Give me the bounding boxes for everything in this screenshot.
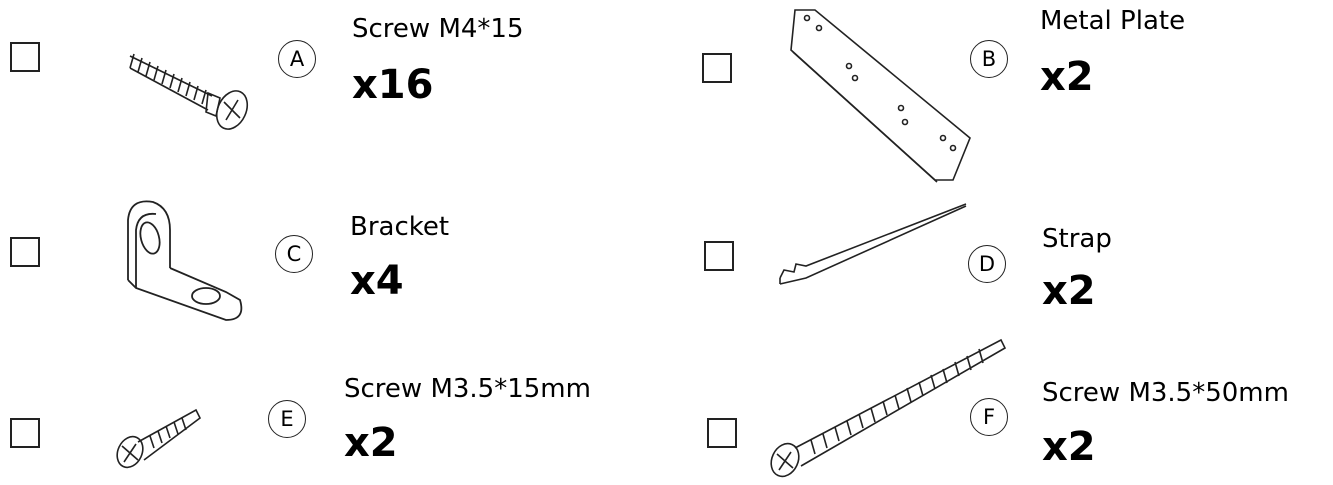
item-letter-b: B	[970, 40, 1008, 78]
item-name-a: Screw M4*15	[352, 14, 524, 44]
checkbox-item-e[interactable]	[10, 418, 40, 448]
item-name-d: Strap	[1042, 224, 1112, 254]
item-letter-e: E	[268, 400, 306, 438]
item-qty-f: x2	[1042, 424, 1096, 470]
screw-long-icon	[770, 338, 1007, 478]
item-letter-a: A	[278, 40, 316, 78]
item-name-f: Screw M3.5*50mm	[1042, 378, 1289, 408]
screw-m4-icon	[129, 53, 249, 130]
strap-icon	[779, 203, 967, 285]
item-qty-a: x16	[352, 62, 434, 108]
item-qty-e: x2	[344, 420, 398, 466]
item-qty-c: x4	[350, 258, 404, 304]
metal-plate-icon	[790, 9, 971, 183]
item-letter-d: D	[968, 245, 1006, 283]
item-name-c: Bracket	[350, 212, 450, 242]
checkbox-item-c[interactable]	[10, 237, 40, 267]
item-name-e: Screw M3.5*15mm	[344, 374, 591, 404]
item-qty-d: x2	[1042, 268, 1096, 314]
item-qty-b: x2	[1040, 54, 1094, 100]
item-name-b: Metal Plate	[1040, 6, 1186, 36]
screw-short-icon	[116, 408, 202, 469]
bracket-icon	[127, 200, 243, 321]
checkbox-item-b[interactable]	[702, 53, 732, 83]
checkbox-item-f[interactable]	[707, 418, 737, 448]
checkbox-item-a[interactable]	[10, 42, 40, 72]
item-letter-f: F	[970, 398, 1008, 436]
item-letter-c: C	[275, 235, 313, 273]
checkbox-item-d[interactable]	[704, 241, 734, 271]
